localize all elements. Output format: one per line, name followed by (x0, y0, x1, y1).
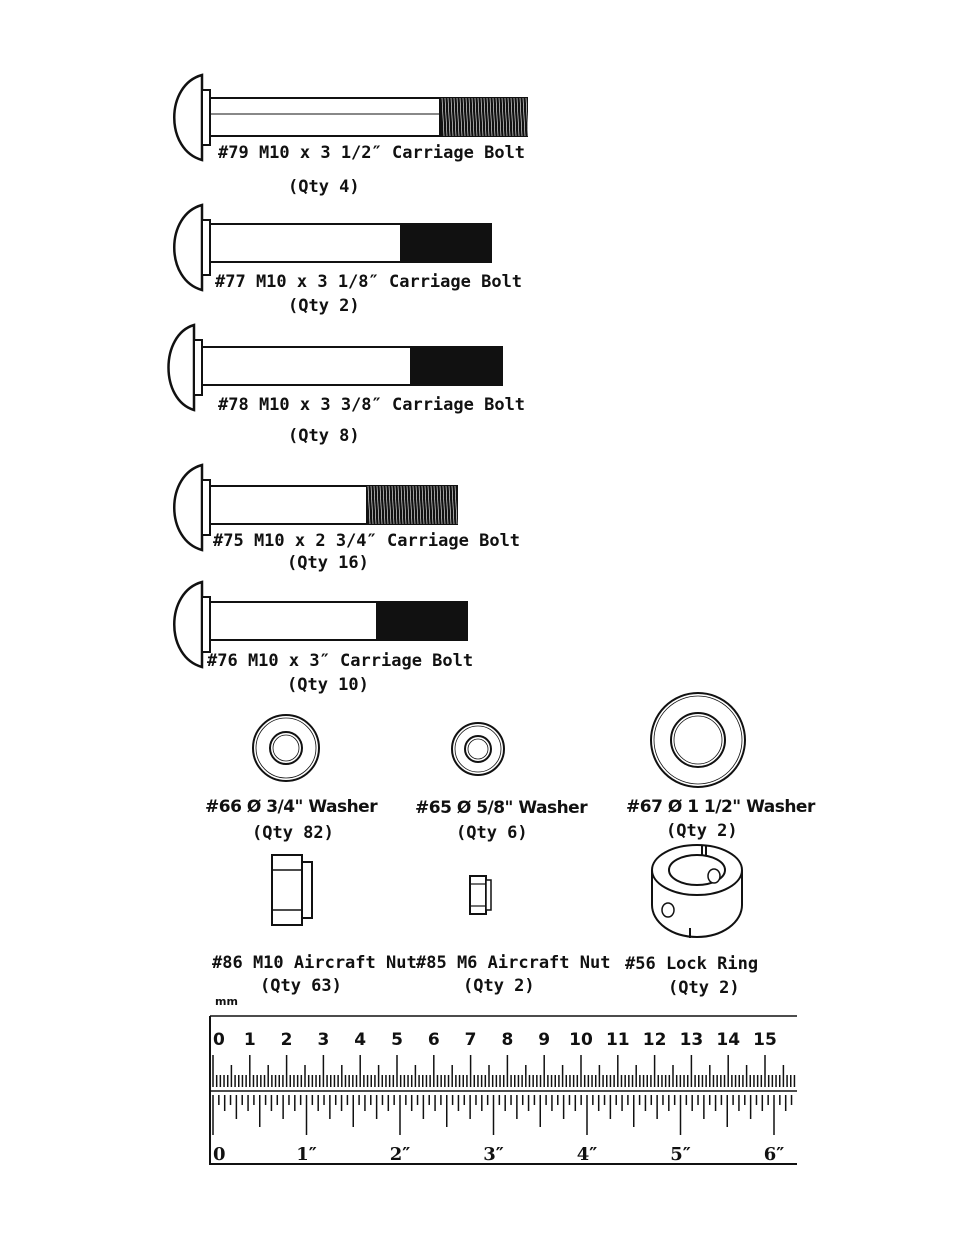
washer-66-label: #66 Ø 3/4" Washer (205, 797, 378, 817)
cm-label: 3 (317, 1030, 329, 1050)
inch-label: 6″ (764, 1144, 785, 1165)
cm-label: 11 (606, 1030, 630, 1050)
cm-label: 8 (501, 1030, 513, 1050)
bolt-77-qty: (Qty 2) (288, 296, 360, 316)
cm-label: 15 (753, 1030, 777, 1050)
inch-label: 1″ (296, 1144, 317, 1165)
bolt-75-label: #75 M10 x 2 3/4″ Carriage Bolt (213, 531, 521, 551)
cm-label: 7 (465, 1030, 477, 1050)
cm-label: 12 (643, 1030, 667, 1050)
cm-label: 13 (680, 1030, 704, 1050)
cm-label: 5 (391, 1030, 403, 1050)
bolt-78-qty: (Qty 8) (288, 426, 360, 446)
bolt-78-label: #78 M10 x 3 3/8″ Carriage Bolt (218, 395, 526, 415)
inch-label: 3″ (483, 1144, 504, 1165)
cm-label: 10 (569, 1030, 593, 1050)
bolt-79-label: #79 M10 x 3 1/2″ Carriage Bolt (218, 143, 526, 163)
inch-label: 4″ (577, 1144, 598, 1165)
cm-label: 0 (213, 1030, 225, 1050)
lock-ring-56-qty: (Qty 2) (668, 978, 740, 998)
lock-ring-56-label: #56 Lock Ring (625, 954, 759, 974)
cm-label: 9 (538, 1030, 550, 1050)
inch-label: 0 (213, 1144, 226, 1165)
bolt-76-qty: (Qty 10) (287, 675, 369, 695)
nut-86-qty: (Qty 63) (260, 976, 342, 996)
nut-85-label: #85 M6 Aircraft Nut (416, 953, 611, 973)
washer-65-label: #65 Ø 5/8" Washer (415, 798, 588, 818)
washer-67-label: #67 Ø 1 1/2" Washer (626, 797, 815, 817)
cm-label: 2 (281, 1030, 293, 1050)
washer-65-qty: (Qty 6) (456, 823, 528, 843)
nut-86-label: #86 M10 Aircraft Nut (212, 953, 417, 973)
bolt-77-label: #77 M10 x 3 1/8″ Carriage Bolt (215, 272, 523, 292)
nut-85-qty: (Qty 2) (463, 976, 535, 996)
inch-label: 2″ (390, 1144, 411, 1165)
washer-66-qty: (Qty 82) (252, 823, 334, 843)
cm-label: 6 (428, 1030, 440, 1050)
bolt-79-qty: (Qty 4) (288, 177, 360, 197)
washer-67-qty: (Qty 2) (666, 821, 738, 841)
bolt-75-qty: (Qty 16) (287, 553, 369, 573)
inch-label: 5″ (670, 1144, 691, 1165)
bolt-76-label: #76 M10 x 3″ Carriage Bolt (207, 651, 474, 671)
cm-label: 4 (354, 1030, 366, 1050)
cm-label: 14 (716, 1030, 740, 1050)
cm-label: 1 (244, 1030, 256, 1050)
ruler-unit-label: mm (215, 995, 238, 1008)
